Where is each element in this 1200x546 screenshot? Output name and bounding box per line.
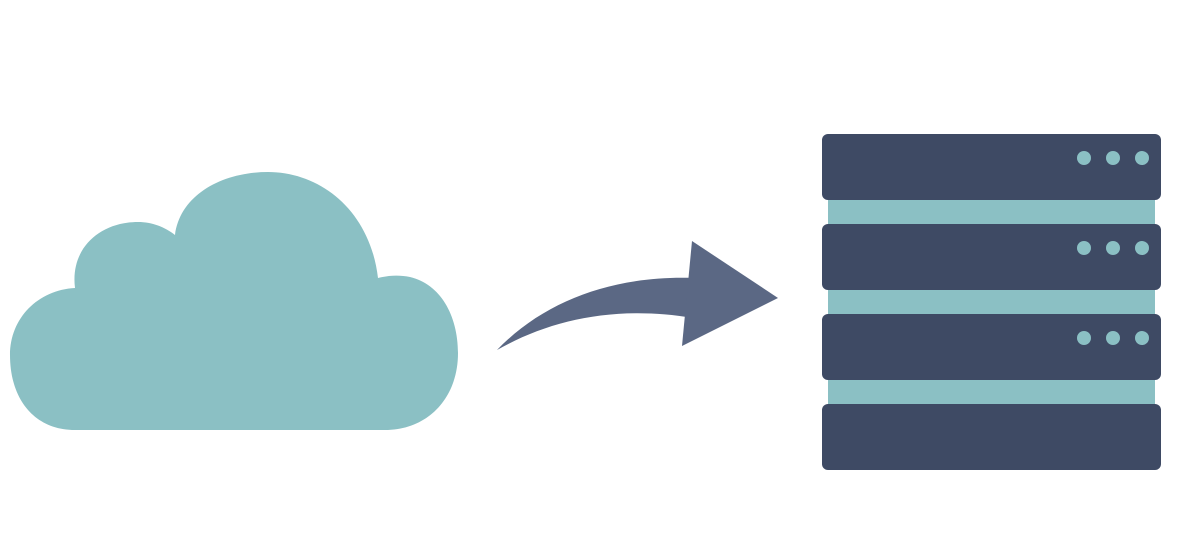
server-rack-icon — [822, 134, 1161, 470]
arrow-shaft — [497, 277, 695, 350]
server-unit — [822, 224, 1161, 290]
server-rail — [828, 196, 1155, 228]
indicator-light — [1135, 241, 1149, 255]
indicator-light — [1077, 241, 1091, 255]
curved-arrow-icon — [497, 241, 778, 350]
server-rail — [828, 286, 1155, 318]
indicator-light — [1135, 151, 1149, 165]
server-unit — [822, 134, 1161, 200]
arrow-head — [682, 241, 778, 346]
cloud-icon — [10, 172, 458, 430]
indicator-light — [1106, 241, 1120, 255]
server-rails — [828, 196, 1155, 408]
server-unit — [822, 314, 1161, 380]
indicator-light — [1077, 331, 1091, 345]
server-units — [822, 134, 1161, 470]
server-rail — [828, 376, 1155, 408]
indicator-light — [1106, 331, 1120, 345]
indicator-light — [1135, 331, 1149, 345]
server-unit — [822, 404, 1161, 470]
indicator-light — [1106, 151, 1120, 165]
indicator-light — [1077, 151, 1091, 165]
cloud-shape — [10, 172, 458, 430]
